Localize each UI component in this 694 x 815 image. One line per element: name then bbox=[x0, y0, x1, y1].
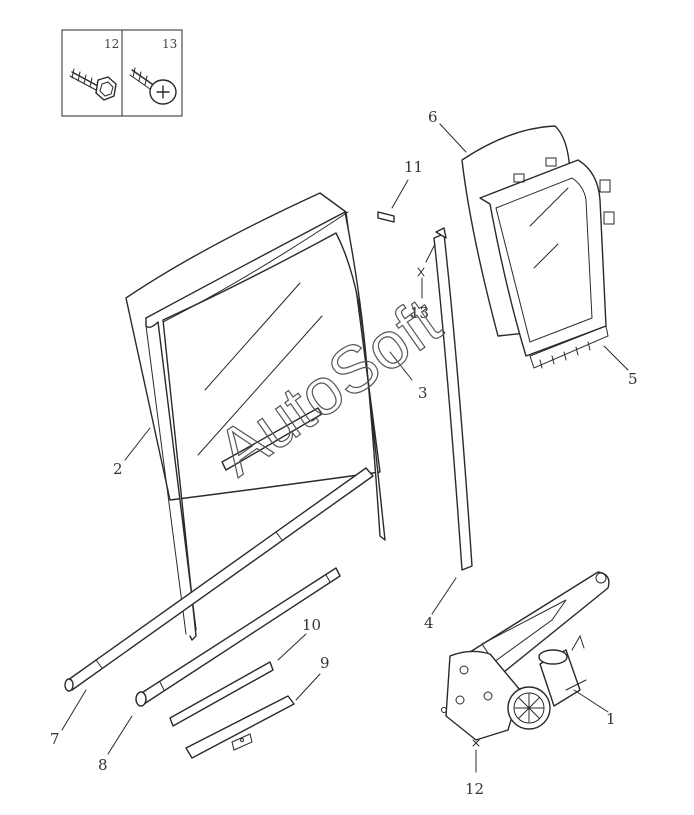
callout-13: 13 bbox=[410, 304, 429, 322]
callout-1: 1 bbox=[606, 710, 616, 728]
legend-label-13: 13 bbox=[162, 37, 177, 51]
inner-weatherstrip bbox=[169, 661, 274, 727]
leader-10 bbox=[277, 633, 307, 661]
callout-8: 8 bbox=[98, 756, 108, 774]
leader-11 bbox=[391, 179, 409, 209]
callout-12: 12 bbox=[465, 780, 484, 798]
fastener-legend: 12 13 bbox=[61, 29, 183, 117]
quarter-glass-frame bbox=[479, 157, 615, 369]
glass-run-channel bbox=[145, 211, 386, 641]
legend-label-12: 12 bbox=[104, 37, 119, 51]
door-glass-panel bbox=[125, 192, 381, 501]
callout-4: 4 bbox=[424, 614, 434, 632]
window-regulator bbox=[441, 571, 610, 741]
leader-2 bbox=[124, 427, 151, 461]
callout-3: 3 bbox=[418, 384, 428, 402]
callout-9: 9 bbox=[320, 654, 330, 672]
glass-holder-bracket bbox=[185, 695, 295, 759]
callout-6: 6 bbox=[428, 108, 438, 126]
leader-8 bbox=[107, 715, 133, 755]
leader-9 bbox=[295, 673, 321, 701]
leader-4 bbox=[431, 577, 457, 615]
leader-3 bbox=[389, 351, 413, 381]
callout-10: 10 bbox=[302, 616, 321, 634]
screw-13-marker bbox=[417, 245, 435, 299]
leader-5 bbox=[603, 345, 629, 371]
cross-screw-icon bbox=[129, 67, 177, 105]
belt-molding bbox=[135, 567, 341, 707]
leader-7 bbox=[61, 689, 87, 731]
leader-1 bbox=[573, 689, 609, 713]
callout-5: 5 bbox=[628, 370, 638, 388]
leader-6 bbox=[439, 123, 467, 153]
callout-7: 7 bbox=[50, 730, 60, 748]
retaining-clip bbox=[377, 211, 395, 223]
screw-12-marker bbox=[472, 739, 480, 773]
leader-lines bbox=[61, 123, 629, 755]
callout-11: 11 bbox=[404, 158, 423, 176]
callout-labels: 1 2 3 4 5 6 7 8 9 10 11 12 13 bbox=[50, 108, 638, 798]
division-channel bbox=[433, 227, 473, 571]
glass-lower-bracket bbox=[221, 407, 323, 471]
rear-run-rod bbox=[64, 467, 374, 692]
callout-2: 2 bbox=[113, 460, 123, 478]
hex-bolt-icon bbox=[69, 68, 117, 101]
